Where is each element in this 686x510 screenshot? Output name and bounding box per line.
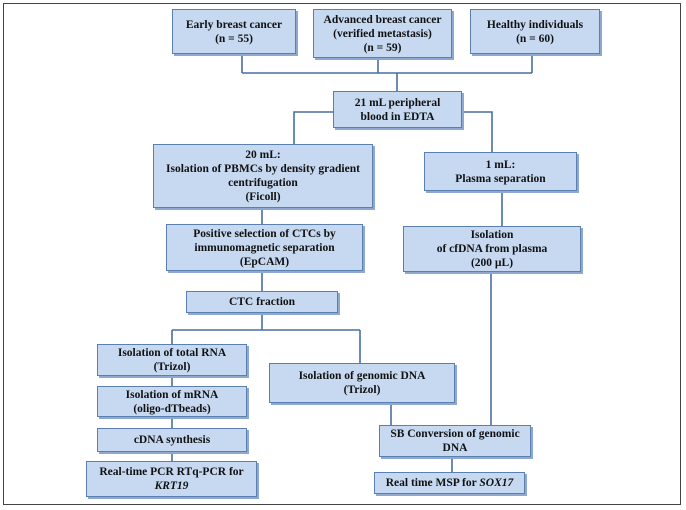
connector-blood-to-pbmc (293, 111, 333, 144)
connector-blood-to-plasma (462, 111, 493, 152)
box-plasma-separation: 1 mL: Plasma separation (424, 152, 577, 191)
box-sb-conversion: SB Conversion of genomic DNA (379, 425, 531, 457)
box-realtime-pcr: Real-time PCR RTq-PCR for KRT19 (86, 461, 257, 497)
box-ctc-positive-selection: Positive selection of CTCs by immunomagn… (166, 224, 363, 271)
gene-sox17: SOX17 (479, 477, 514, 489)
gene-krt19: KRT19 (154, 480, 189, 492)
box-pbmc-isolation: 20 mL: Isolation of PBMCs by density gra… (153, 144, 373, 208)
box-ctc-fraction: CTC fraction (186, 291, 338, 313)
box-mrna-isolation: Isolation of mRNA (oligo-dTbeads) (97, 386, 247, 417)
box-early-breast-cancer: Early breast cancer (n = 55) (172, 9, 296, 54)
box-total-rna-isolation: Isolation of total RNA (Trizol) (97, 344, 247, 376)
box-genomic-dna-isolation: Isolation of genomic DNA (Trizol) (269, 363, 455, 403)
box-healthy-individuals: Healthy individuals (n = 60) (470, 9, 600, 54)
box-realtime-msp: Real time MSP for SOX17 (374, 472, 525, 494)
box-cfdna-isolation: Isolation of cfDNA from plasma (200 µL) (403, 226, 581, 272)
box-advanced-breast-cancer: Advanced breast cancer (verified metasta… (313, 9, 452, 58)
box-peripheral-blood: 21 mL peripheral blood in EDTA (333, 91, 462, 128)
box-cdna-synthesis: cDNA synthesis (97, 428, 247, 452)
